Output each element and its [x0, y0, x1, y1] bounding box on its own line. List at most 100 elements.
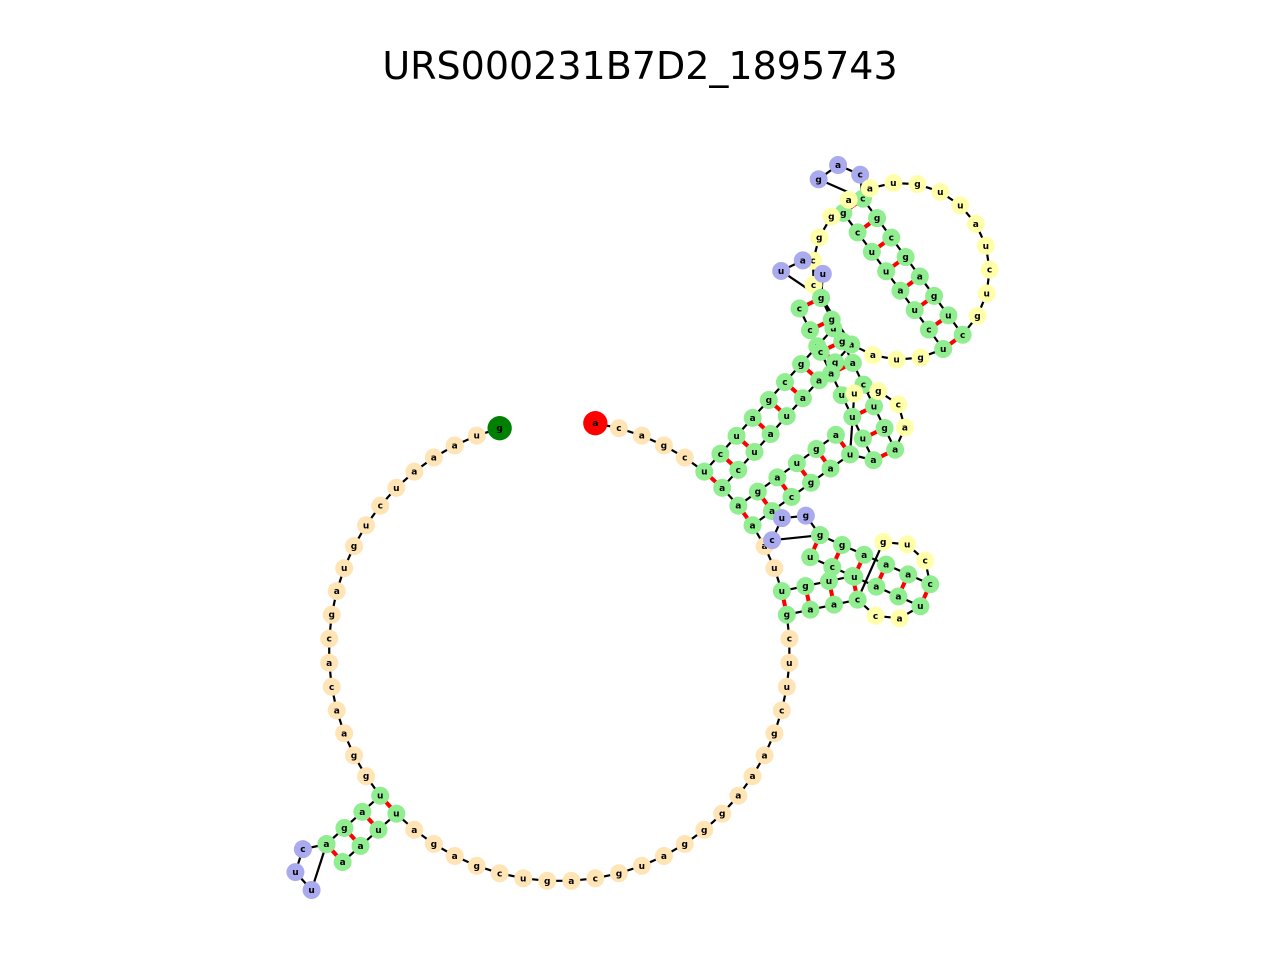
- nucleotide-letter: c: [616, 424, 621, 434]
- nucleotide: g: [812, 288, 831, 307]
- nucleotide-circle: [755, 746, 774, 765]
- nucleotide-circle: [877, 262, 896, 281]
- nucleotide-circle: [675, 448, 694, 467]
- nucleotide-letter: g: [816, 233, 822, 243]
- nucleotide-circle: [977, 284, 996, 303]
- nucleotide-letter: u: [393, 484, 399, 494]
- nucleotide: c: [980, 260, 999, 279]
- nucleotide-circle: [424, 834, 443, 853]
- nucleotide: u: [862, 242, 881, 261]
- nucleotide: c: [848, 223, 867, 242]
- nucleotide-circle: [953, 325, 972, 344]
- nucleotide-letter: c: [811, 281, 816, 291]
- nucleotide-circle: [609, 864, 628, 883]
- nucleotide-letter: a: [892, 446, 898, 456]
- nucleotide-letter: c: [896, 400, 901, 410]
- nucleotide-letter: u: [826, 577, 832, 587]
- nucleotide: u: [369, 820, 388, 839]
- nucleotide-circle: [822, 207, 841, 226]
- nucleotide: u: [777, 677, 796, 696]
- nucleotide: u: [777, 407, 796, 426]
- base-pair-layer: [324, 197, 964, 864]
- nucleotide: a: [755, 746, 774, 765]
- nucleotide: a: [405, 820, 424, 839]
- nucleotide-letter: a: [870, 351, 876, 361]
- nucleotide: u: [745, 442, 764, 461]
- nucleotide-circle: [934, 340, 953, 359]
- nucleotide-letter: g: [828, 316, 834, 326]
- nucleotide-letter: c: [923, 557, 928, 567]
- nucleotide-letter: c: [300, 845, 305, 855]
- nucleotide: g: [896, 248, 915, 267]
- nucleotide: u: [884, 173, 903, 192]
- nucleotide-circle: [820, 572, 839, 591]
- nucleotide: g: [759, 390, 778, 409]
- nucleotide: c: [919, 320, 938, 339]
- nucleotide-letter: g: [719, 810, 725, 820]
- nucleotide-circle: [765, 559, 784, 578]
- nucleotide-letter: c: [928, 580, 933, 590]
- nucleotide-letter: u: [639, 862, 645, 872]
- nucleotide-letter: u: [911, 306, 917, 316]
- nucleotide-letter: g: [802, 582, 808, 592]
- nucleotide: u: [387, 478, 406, 497]
- nucleotide: a: [729, 786, 748, 805]
- nucleotide-circle: [743, 408, 762, 427]
- nucleotide-letter: c: [736, 466, 741, 476]
- nucleotide-circle: [899, 565, 918, 584]
- nucleotide: u: [286, 863, 305, 882]
- nucleotide-circle: [765, 724, 784, 743]
- nucleotide-circle: [562, 871, 581, 890]
- nucleotide: g: [822, 207, 841, 226]
- nucleotide: c: [763, 531, 782, 550]
- nucleotide-letter: g: [798, 360, 804, 370]
- nucleotide-circle: [351, 836, 370, 855]
- nucleotide: c: [775, 373, 794, 392]
- nucleotide-letter: c: [378, 502, 383, 512]
- nucleotide-letter: a: [735, 502, 741, 512]
- nucleotide-circle: [919, 320, 938, 339]
- nucleotide-circle: [796, 506, 815, 525]
- nucleotide-circle: [895, 418, 914, 437]
- nucleotide-circle: [877, 555, 896, 574]
- nucleotide: u: [877, 262, 896, 281]
- nucleotide-circle: [848, 590, 867, 609]
- nucleotide-letter: u: [849, 413, 855, 423]
- nucleotide: g: [908, 175, 927, 194]
- nucleotide-circle: [976, 236, 995, 255]
- nucleotide: c: [811, 342, 830, 361]
- nucleotide-letter: u: [945, 311, 951, 321]
- nucleotide-letter: a: [917, 272, 923, 282]
- nucleotide-letter: u: [807, 553, 813, 563]
- nucleotide-letter: u: [883, 267, 889, 277]
- nucleotide: c: [916, 551, 935, 570]
- nucleotide-letter: u: [851, 573, 857, 583]
- nucleotide-letter: g: [431, 840, 437, 850]
- nucleotide-circle: [586, 869, 605, 888]
- nucleotide-letter: c: [779, 706, 784, 716]
- nucleotide-letter: a: [326, 659, 332, 669]
- nucleotide-circle: [925, 286, 944, 305]
- nucleotide-letter: a: [341, 729, 347, 739]
- nucleotide: u: [845, 567, 864, 586]
- nucleotide-circle: [583, 411, 608, 436]
- nucleotide-letter: a: [359, 808, 365, 818]
- nucleotide-circle: [867, 577, 886, 596]
- nucleotide: g: [357, 767, 376, 786]
- nucleotide-letter: u: [393, 810, 399, 820]
- nucleotide-circle: [809, 170, 828, 189]
- nucleotide-circle: [768, 468, 787, 487]
- nucleotide-letter: a: [661, 852, 667, 862]
- nucleotide-letter: a: [973, 220, 979, 230]
- nucleotide: g: [869, 381, 888, 400]
- backbone-segment: [856, 541, 885, 601]
- nucleotide-letter: g: [808, 479, 814, 489]
- nucleotide-circle: [848, 223, 867, 242]
- nucleotide: u: [931, 182, 950, 201]
- nucleotide-letter: a: [762, 542, 768, 552]
- nucleotide-circle: [884, 173, 903, 192]
- nucleotide-circle: [801, 548, 820, 567]
- nucleotide: a: [801, 600, 820, 619]
- nucleotide: u: [813, 264, 832, 283]
